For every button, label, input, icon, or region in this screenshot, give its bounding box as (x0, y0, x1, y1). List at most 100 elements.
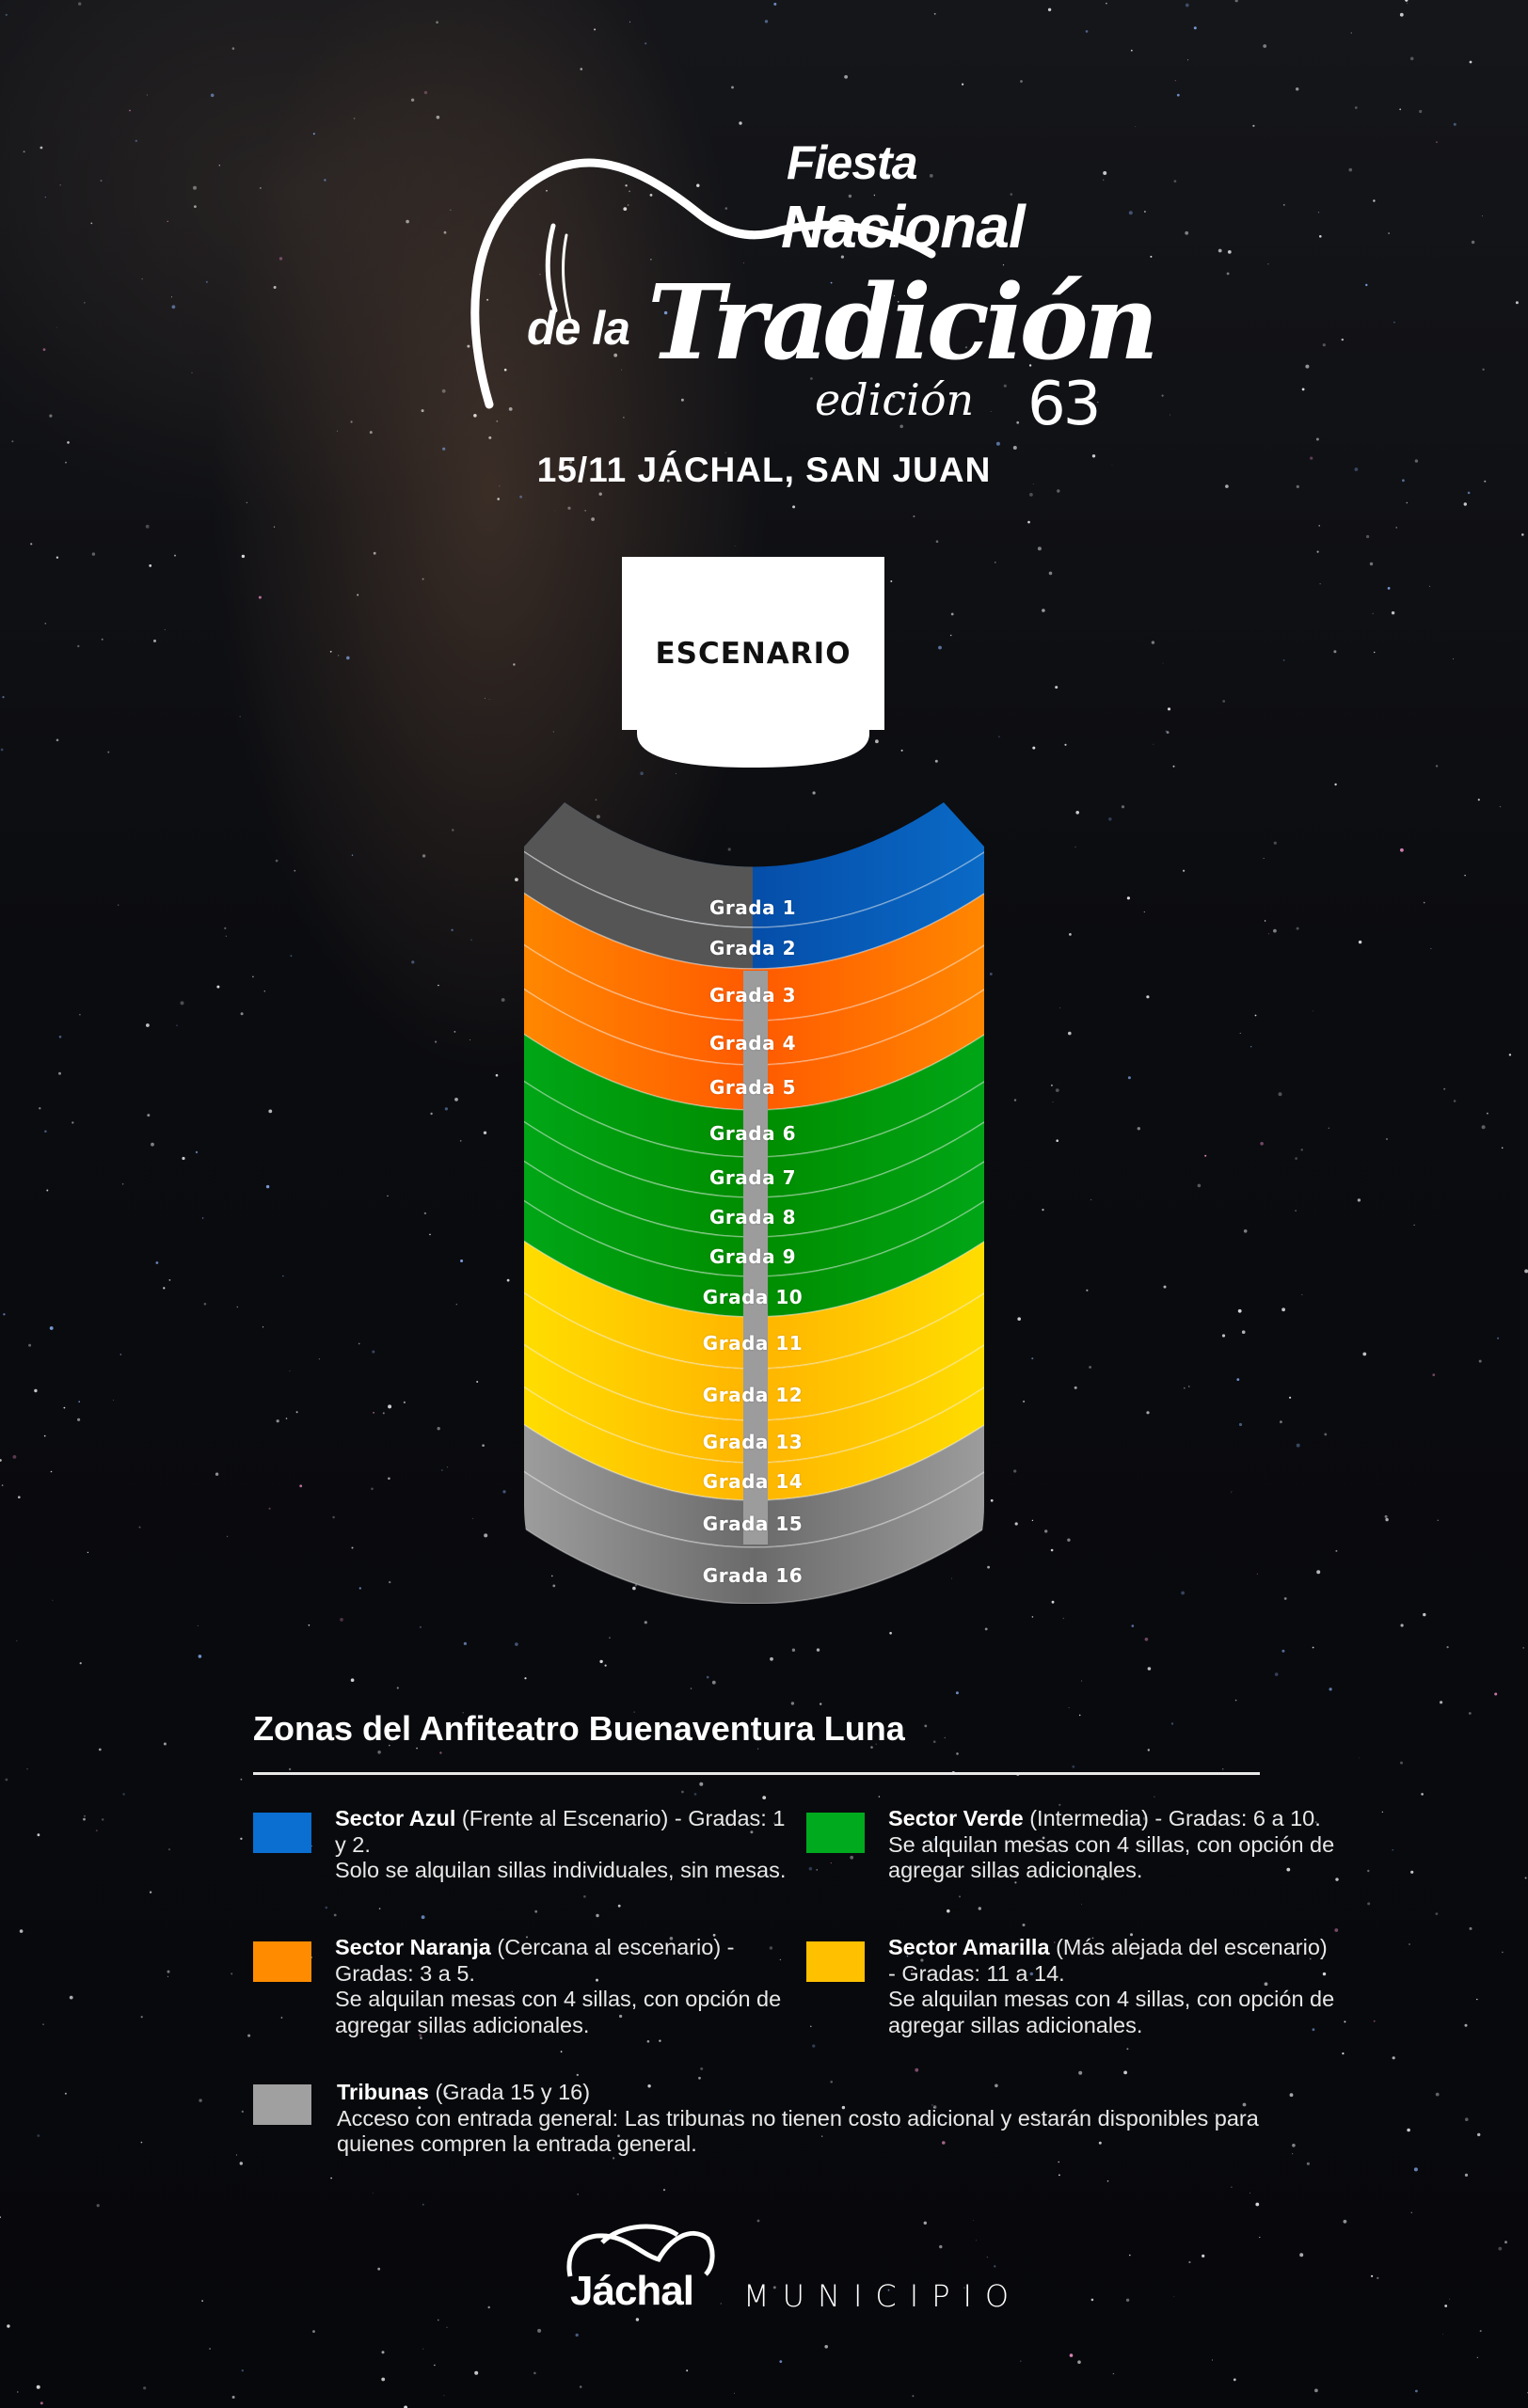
star (890, 580, 893, 582)
star (731, 86, 734, 89)
star (332, 1515, 335, 1519)
star (451, 928, 454, 931)
star (591, 517, 595, 521)
star (1467, 491, 1471, 495)
star (282, 1275, 284, 1277)
star (49, 414, 53, 418)
star (764, 20, 769, 24)
star (1484, 480, 1487, 483)
star (742, 261, 745, 264)
star (247, 2034, 251, 2037)
star (1125, 2298, 1130, 2302)
star (1296, 927, 1299, 930)
star (1296, 484, 1299, 489)
grada-3-band[interactable] (508, 880, 1001, 1022)
star (875, 1743, 877, 1745)
star (350, 1678, 355, 1682)
grada-2-band[interactable] (508, 839, 1001, 970)
star (1310, 456, 1313, 460)
star (1478, 1359, 1482, 1363)
grada-14-band[interactable] (508, 1374, 1001, 1501)
star (1014, 1522, 1018, 1526)
star (580, 68, 583, 71)
star (1052, 1101, 1054, 1103)
star (1172, 765, 1175, 768)
star (373, 1412, 374, 1414)
star (141, 278, 143, 280)
star (174, 554, 176, 557)
star (706, 1675, 709, 1679)
star (1482, 215, 1483, 217)
legend-swatch-green (806, 1813, 865, 1853)
grada-label: Grada 5 (709, 1076, 796, 1099)
star (511, 1990, 513, 1993)
star (434, 2364, 436, 2367)
grada-12-band[interactable] (508, 1280, 1001, 1421)
star (382, 1412, 385, 1415)
star (1400, 1624, 1404, 1627)
star (932, 1740, 936, 1743)
grada-6-band[interactable] (508, 1022, 1001, 1158)
grada-9-band[interactable] (508, 1149, 1001, 1277)
star (645, 42, 647, 45)
star (1306, 2162, 1310, 2165)
star (1054, 1941, 1056, 1943)
grada-13-band[interactable] (508, 1332, 1001, 1464)
star (121, 1183, 124, 1185)
star (1250, 1046, 1252, 1048)
star (1074, 1386, 1077, 1389)
star (63, 1406, 66, 1409)
star (756, 2219, 760, 2223)
grada-4-band[interactable] (508, 932, 1001, 1066)
star (1385, 1517, 1389, 1522)
grada-7-band[interactable] (508, 1069, 1001, 1198)
stage (622, 557, 884, 768)
star (210, 93, 215, 98)
star (1167, 707, 1171, 711)
star (1371, 2274, 1374, 2277)
star (472, 1517, 474, 1519)
star (1202, 2254, 1205, 2258)
star (1435, 1912, 1439, 1915)
star (438, 984, 439, 987)
star (11, 440, 14, 443)
star (1469, 1926, 1472, 1930)
star (567, 506, 571, 510)
grada-10-band[interactable] (508, 1188, 1001, 1318)
star (539, 274, 541, 276)
grada-16-band[interactable] (508, 1459, 1001, 1604)
grada-8-band[interactable] (508, 1109, 1001, 1238)
grada-5-band[interactable] (508, 976, 1001, 1111)
star (1064, 2022, 1068, 2026)
star (769, 1946, 773, 1950)
star (1057, 489, 1060, 493)
grada-11-band[interactable] (508, 1228, 1001, 1370)
star (0, 2216, 1, 2219)
star (388, 1404, 392, 1409)
star (422, 2203, 424, 2206)
star (351, 854, 354, 856)
star (77, 644, 80, 648)
star (145, 524, 150, 529)
star (577, 2194, 579, 2195)
grada-label: Grada 9 (709, 1245, 796, 1268)
star (1081, 1680, 1083, 1682)
star (1254, 1014, 1257, 1017)
star (100, 180, 103, 182)
star (551, 1575, 553, 1577)
star (1032, 746, 1036, 750)
star (1163, 1285, 1167, 1289)
star (1238, 1422, 1243, 1427)
star (629, 190, 630, 193)
star (488, 436, 492, 439)
star (422, 578, 424, 580)
star (1342, 2052, 1345, 2055)
star (1147, 1667, 1152, 1671)
star (1015, 1874, 1017, 1876)
star (30, 543, 33, 546)
star (830, 281, 833, 284)
star (1187, 59, 1189, 61)
grada-15-band[interactable] (508, 1412, 1001, 1548)
star (42, 2023, 44, 2025)
star (496, 420, 499, 422)
